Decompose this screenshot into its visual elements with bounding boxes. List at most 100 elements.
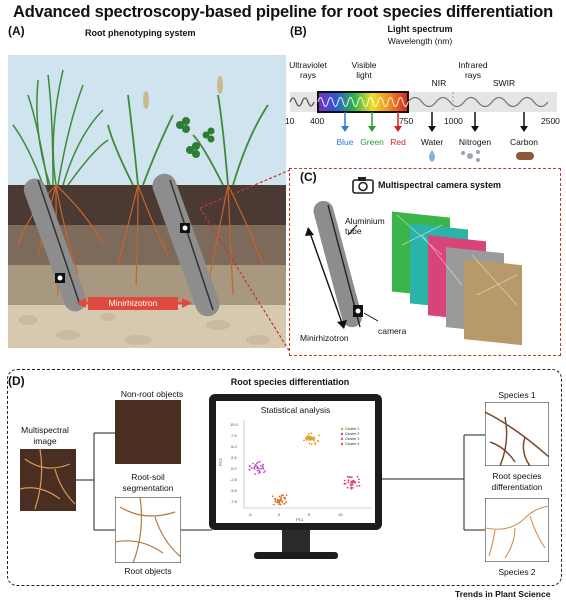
band-infrared: Infrared rays — [458, 60, 488, 80]
flow-lines-right — [382, 434, 486, 531]
scatter-point — [350, 487, 352, 490]
y-tick-5: -2.5 — [230, 477, 238, 482]
scatter-point — [352, 487, 354, 489]
monitor-screen — [216, 401, 375, 523]
scatter-point — [257, 461, 259, 464]
scatter-point — [350, 486, 352, 489]
scatter-point — [346, 486, 349, 489]
spectrum-bar — [289, 91, 557, 113]
scatter-point — [254, 473, 257, 475]
scatter-point — [350, 481, 353, 484]
scatter-point — [278, 503, 280, 506]
scatter-point — [282, 494, 284, 497]
multispectral-image-label: Multispectral image — [21, 425, 69, 446]
panel-d-heading: Root species differentiation — [230, 377, 350, 387]
legend-cluster-3: Cluster 3 — [345, 437, 359, 441]
scatter-point — [307, 435, 309, 438]
credit: Trends in Plant Science — [455, 589, 551, 599]
scatter-point — [356, 475, 359, 478]
non-root-objects-label: Non-root objects — [120, 389, 184, 399]
scatter-point — [307, 432, 310, 435]
scatter-point — [271, 495, 274, 498]
scatter-point — [349, 476, 352, 479]
scatter-point — [272, 503, 275, 506]
scatter-point — [280, 496, 283, 499]
panel-b-label: (B) — [290, 24, 307, 38]
scatter-point — [318, 434, 320, 437]
x-tick-0: -5 — [248, 512, 252, 517]
panel-d-label: (D) — [8, 374, 25, 388]
scatter-point — [346, 475, 349, 478]
minirhizotron-tag: Minirhizotron — [88, 297, 178, 310]
tick-750: 750 — [399, 116, 414, 126]
tick-10: 10 — [285, 116, 295, 126]
scatter-point — [358, 478, 360, 481]
scatter-point — [261, 463, 264, 466]
scatter-point — [358, 484, 361, 487]
scatter-point — [263, 471, 265, 474]
y-axis-label: PC2 — [218, 457, 223, 466]
x-tick-2: 5 — [308, 512, 311, 517]
x-tick-3: 10 — [338, 512, 343, 517]
scatter-point — [343, 479, 346, 482]
band-nir: NIR — [431, 78, 447, 88]
scatter-point — [351, 476, 353, 479]
water-drop-icon — [429, 150, 435, 162]
camera-icon — [352, 177, 374, 194]
scatter-point — [283, 502, 286, 505]
scatter-point — [354, 482, 356, 484]
scatter-point — [248, 465, 251, 467]
root-objects-label: Root objects — [124, 566, 172, 576]
scatter-point — [259, 460, 261, 463]
y-tick-4: 0.0 — [231, 466, 237, 471]
scatter-point — [311, 438, 314, 441]
scatter-point — [308, 442, 311, 445]
scatter-point — [303, 439, 305, 442]
species-2-image — [485, 498, 549, 562]
scatter-point — [310, 432, 313, 435]
figure-title: Advanced spectroscopy-based pipeline for… — [13, 3, 553, 21]
carbon-icon — [516, 152, 534, 160]
scatter-point — [314, 441, 316, 444]
scatter-point — [280, 494, 283, 496]
scatter-point — [260, 467, 263, 470]
scatter-point — [253, 467, 255, 469]
spectrum-markers — [341, 112, 528, 132]
scatter-point — [357, 481, 360, 484]
panel-a-heading: Root phenotyping system — [85, 28, 196, 38]
scatter-point — [356, 485, 358, 487]
scatter-point — [314, 443, 317, 446]
scatter-point — [259, 465, 262, 467]
root-objects-image — [115, 497, 181, 563]
scatter-point — [254, 465, 256, 468]
panel-d-frame — [7, 369, 562, 586]
scatter-point — [258, 469, 260, 471]
multispectral-image-thumbnail — [20, 449, 76, 511]
scatter-point — [264, 470, 266, 472]
scatter-point — [313, 438, 316, 440]
marker-nitrogen: Nitrogen — [458, 137, 492, 147]
x-axis-label: PC1 — [296, 517, 305, 522]
y-tick-3: 2.5 — [231, 455, 237, 460]
scatter-point — [248, 468, 251, 471]
tick-400: 400 — [310, 116, 325, 126]
scatter-point — [261, 466, 264, 468]
panel-c-label: (C) — [300, 170, 317, 184]
scatter-point — [308, 439, 310, 441]
marker-water: Water — [420, 137, 444, 147]
legend-cluster-1: Cluster 1 — [345, 427, 359, 431]
band-uv: Ultraviolet rays — [289, 60, 327, 80]
species-1-image — [485, 402, 549, 466]
scatter-point — [344, 482, 347, 485]
scatter-point — [351, 483, 354, 485]
scatter-point — [308, 437, 310, 440]
molecule-icons — [429, 150, 534, 162]
panel-a-label: (A) — [8, 24, 25, 38]
y-tick-2: 5.0 — [231, 444, 237, 449]
tick-2500: 2500 — [541, 116, 560, 126]
monitor-base — [254, 552, 338, 559]
nitrogen-molecule-icon — [461, 150, 480, 162]
scatter-point — [262, 467, 265, 470]
y-tick-0: 10.0 — [230, 422, 239, 427]
scatter-point — [310, 436, 312, 438]
